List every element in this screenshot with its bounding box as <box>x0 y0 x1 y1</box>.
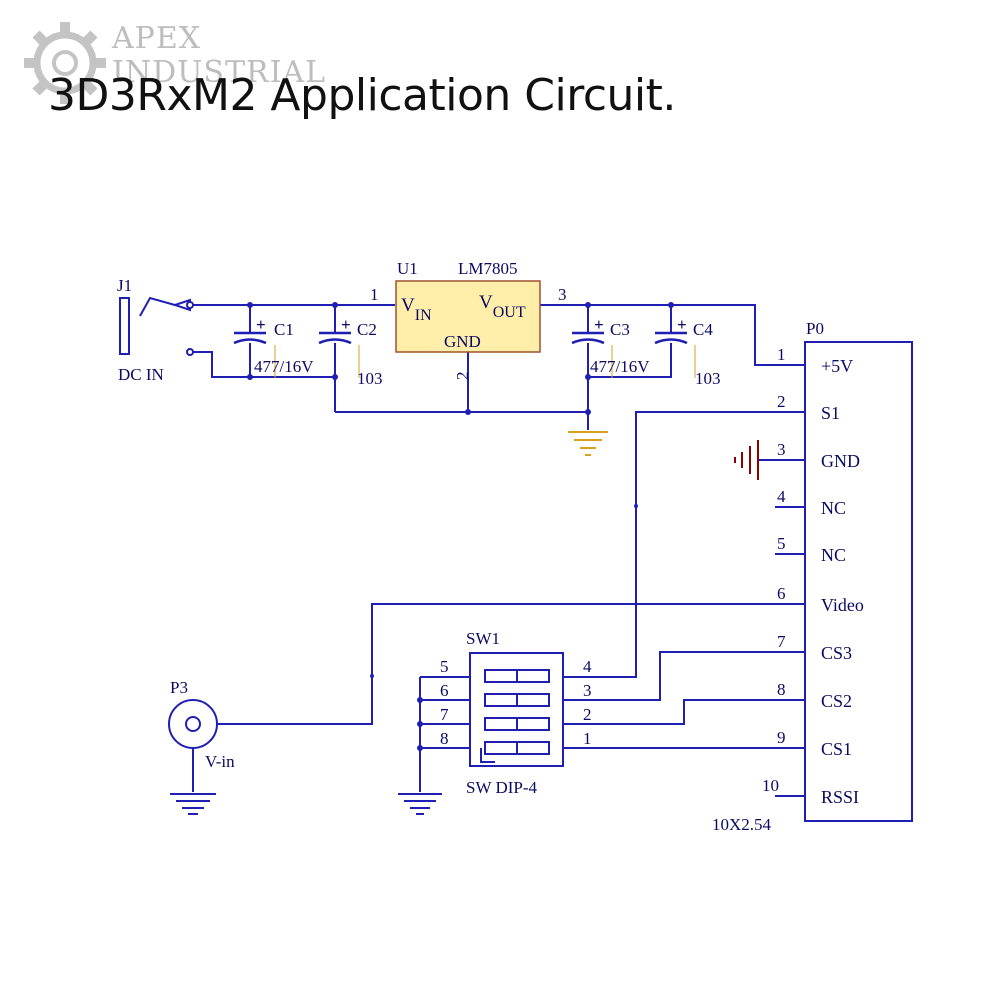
u1-pin-out: 3 <box>558 285 567 304</box>
p0-pin-name: S1 <box>821 403 840 423</box>
cap-value-markers <box>274 345 696 378</box>
regulator-u1 <box>395 280 541 353</box>
ground-icon <box>398 793 442 815</box>
p0-pin-number: 2 <box>777 392 786 411</box>
u1-ref: U1 <box>397 259 418 278</box>
c4-ref: C4 <box>693 320 713 339</box>
c3-value: 477/16V <box>590 357 650 376</box>
dc-jack-j1 <box>119 296 194 356</box>
ground-icon <box>568 431 608 456</box>
p3-label: V-in <box>205 752 235 771</box>
c3-ref: C3 <box>610 320 630 339</box>
p0-pin-name: NC <box>821 498 846 518</box>
p0-pin-number: 1 <box>777 345 786 364</box>
u1-vout-main: V <box>479 292 493 313</box>
c4-plus: + <box>677 315 687 334</box>
p0-ref: P0 <box>806 319 824 338</box>
u1-gnd-label: GND <box>444 332 481 351</box>
sw1-right-pin-2: 2 <box>583 705 592 724</box>
watermark-text: APEX INDUSTRIAL <box>112 22 326 90</box>
watermark-line2: INDUSTRIAL <box>112 55 327 90</box>
junction-dots <box>247 302 674 751</box>
capacitor-c1 <box>233 331 267 345</box>
p0-pin-number: 7 <box>777 632 786 651</box>
watermark-gear-icon <box>24 22 106 104</box>
p0-pin-list: 1+5V2S13GND4NC5NC6Video7CS38CS29CS110RSS… <box>762 345 864 807</box>
p0-pin-number: 10 <box>762 776 779 795</box>
p3-ref: P3 <box>170 678 188 697</box>
sw1-left-pin-6: 6 <box>440 681 449 700</box>
p0-pin-number: 5 <box>777 534 786 553</box>
j1-label: DC IN <box>118 365 164 384</box>
p0-pin-number: 9 <box>777 728 786 747</box>
p0-pin-number: 4 <box>777 487 786 506</box>
wires <box>190 304 805 797</box>
capacitor-c2 <box>318 331 352 345</box>
sw1-ref: SW1 <box>466 629 500 648</box>
coax-connector-p3 <box>168 699 218 749</box>
c2-ref: C2 <box>357 320 377 339</box>
u1-pin-in: 1 <box>370 285 379 304</box>
sw1-right-pin-3: 3 <box>583 681 592 700</box>
sw1-left-pin-5: 5 <box>440 657 449 676</box>
p0-pin-number: 8 <box>777 680 786 699</box>
u1-vout: VOUT <box>479 292 526 321</box>
watermark-line1: APEX <box>112 21 202 56</box>
c2-plus: + <box>341 315 351 334</box>
c1-plus: + <box>256 315 266 334</box>
page-title: 3D3RxM2 Application Circuit. <box>48 70 676 121</box>
c4-value: 103 <box>695 369 721 388</box>
capacitor-c4 <box>654 331 688 345</box>
connector-p0 <box>804 341 913 822</box>
u1-pin-gnd: 2 <box>453 372 472 381</box>
p0-pin-name: CS2 <box>821 691 852 711</box>
p0-footprint: 10X2.54 <box>712 815 772 834</box>
u1-vout-sub: OUT <box>493 304 526 321</box>
c1-ref: C1 <box>274 320 294 339</box>
p0-pin-name: GND <box>821 451 860 471</box>
u1-part: LM7805 <box>458 259 518 278</box>
sw1-right-pin-1: 1 <box>583 729 592 748</box>
ground-icon <box>170 793 216 815</box>
p0-pin-name: CS3 <box>821 643 852 663</box>
p0-pin-name: NC <box>821 545 846 565</box>
p0-pin-name: Video <box>821 595 864 615</box>
c3-plus: + <box>594 315 604 334</box>
p0-pin-name: RSSI <box>821 787 859 807</box>
j1-ref: J1 <box>117 276 132 295</box>
u1-vin: VIN <box>401 295 432 324</box>
p0-pin-number: 3 <box>777 440 786 459</box>
c1-value: 477/16V <box>254 357 314 376</box>
p0-pin-name: +5V <box>821 356 853 376</box>
capacitor-c3 <box>571 331 605 345</box>
p0-pin-number: 6 <box>777 584 786 603</box>
u1-vin-sub: IN <box>415 307 432 324</box>
u1-vin-main: V <box>401 295 415 316</box>
dip-switch-levers <box>480 669 550 763</box>
p0-pin-name: CS1 <box>821 739 852 759</box>
ground-red-icon <box>734 440 759 480</box>
sw1-left-pin-7: 7 <box>440 705 449 724</box>
sw1-left-pin-8: 8 <box>440 729 449 748</box>
sw1-part: SW DIP-4 <box>466 778 537 797</box>
c2-value: 103 <box>357 369 383 388</box>
sw1-right-pin-4: 4 <box>583 657 592 676</box>
